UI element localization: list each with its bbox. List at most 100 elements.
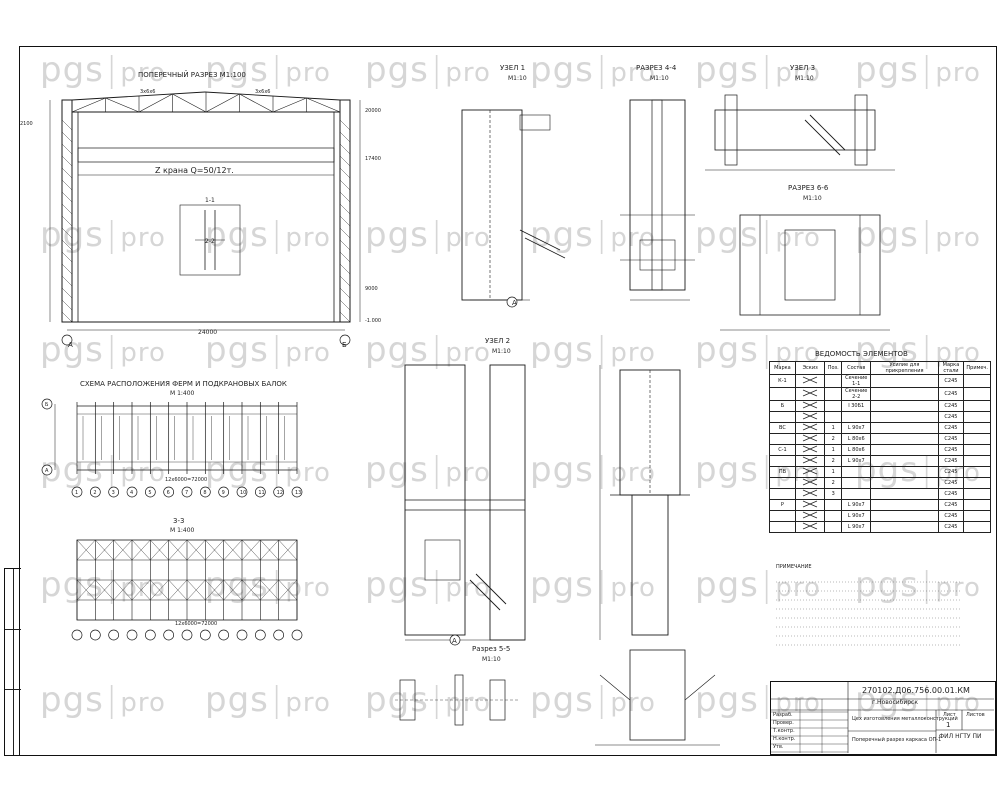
truss-layout-length: 12x6000=72000: [165, 477, 208, 483]
watermark: pgs|pro: [855, 50, 981, 90]
spec-table-cell: С245: [937, 477, 965, 489]
node3-title: УЗЕЛ 3: [790, 64, 816, 72]
axis-bubble-a: [506, 296, 518, 308]
axis-bubble: [61, 334, 73, 346]
axis-bubble: [236, 629, 248, 641]
title-block-org: ФИЛ НГТУ ПИ: [939, 733, 982, 740]
spec-table-cell: 2: [824, 455, 843, 467]
spec-table-cell: L 90x7: [841, 422, 872, 434]
axis-bubble-5: [144, 486, 156, 498]
node3-scale: М1:10: [795, 75, 814, 82]
axis-number: 7: [185, 490, 188, 496]
spec-table-cell: [870, 400, 939, 412]
spec-table-cell: С245: [937, 510, 965, 522]
truss-top-chord: [71, 91, 206, 101]
bracing: [76, 579, 96, 601]
bracing: [76, 539, 96, 561]
watermark: pgs|pro: [40, 50, 166, 90]
spec-table-cell: С245: [937, 422, 965, 434]
node3-column-left: [724, 94, 738, 166]
axis-bubble-11: [254, 486, 266, 498]
watermark: pgs|pro: [695, 680, 821, 720]
bracing: [113, 539, 133, 561]
bracing: [278, 579, 298, 601]
axis-number: 9: [222, 490, 225, 496]
axis-number: 1: [75, 490, 78, 496]
spec-table-cell: [870, 387, 939, 401]
title-block-sheet-label: Лист: [943, 712, 956, 718]
node1-scale: М1:10: [508, 75, 527, 82]
axis-bubble-1: [71, 486, 83, 498]
axis-bubble-6: [163, 486, 175, 498]
axis-bubble: [273, 629, 285, 641]
spec-table-cell: С245: [937, 433, 965, 445]
axis-bubble-8: [199, 486, 211, 498]
cross-section-title: ПОПЕРЕЧНЫЙ РАЗРЕЗ М1:100: [138, 71, 246, 79]
spec-table-cell: С245: [937, 374, 965, 388]
truss-layout-scale: М 1:400: [170, 390, 195, 397]
bracing: [186, 539, 206, 561]
spec-table-cell: [870, 488, 939, 500]
title-block-sheet-name: Поперечный разрез каркаса ОП-1: [852, 737, 942, 743]
bracing: [131, 579, 151, 601]
spec-table-cell: [963, 499, 991, 511]
truss-diagonal: [71, 97, 106, 113]
spec-table-cell: [794, 400, 826, 412]
section-1-1-frame: [179, 204, 241, 276]
spec-table-cell: Сечение 2-2: [841, 387, 872, 401]
axis-number: 11: [258, 490, 264, 496]
spec-table-cell: С245: [937, 488, 965, 500]
title-block-company: г.Новосибирск: [872, 699, 918, 706]
bracing: [205, 539, 224, 561]
bracing: [223, 539, 243, 561]
axis-bubble-7: [181, 486, 193, 498]
bracing: [150, 539, 169, 561]
watermark: pgs|pro: [530, 215, 656, 255]
watermark: pgs|pro: [695, 215, 821, 255]
column-lacing: [339, 215, 351, 227]
spec-table-row: С245: [769, 411, 991, 423]
spec-table-cell: 2: [824, 477, 843, 489]
axis-bubble-4: [126, 486, 138, 498]
spec-table-cell: ПВ: [769, 466, 796, 478]
spec-table-cell: [963, 444, 991, 456]
bracing: [150, 579, 169, 601]
spec-col-section: Эскиз: [794, 361, 826, 375]
node2-brace: [475, 573, 507, 605]
spec-table-cell: [963, 411, 991, 423]
axis-number: 8: [203, 490, 206, 496]
axis-bubble: [144, 629, 156, 641]
truss-layout-title: СХЕМА РАСПОЛОЖЕНИЯ ФЕРМ И ПОДКРАНОВЫХ БА…: [80, 380, 287, 388]
spec-table-cell: [794, 510, 826, 522]
spec-table: Марка Эскиз Поз. Состав Усилие для прикр…: [769, 361, 991, 533]
spec-table-cell: С245: [937, 455, 965, 467]
column-lacing: [61, 131, 73, 143]
crane-label: Z крана Q=50/12т.: [155, 166, 234, 175]
spec-table-cell: С245: [937, 444, 965, 456]
bracing: [260, 539, 279, 561]
span-label: 24000: [198, 329, 218, 336]
spec-table-cell: [769, 387, 796, 401]
axis-bubble: [71, 629, 83, 641]
column-lacing: [339, 239, 351, 251]
spec-table-cell: L 90x7: [841, 510, 872, 522]
dim-text: -1.000: [365, 318, 381, 324]
title-block-code: 270102.Д06.756.00.01.КМ: [862, 686, 970, 695]
spec-table-cell: [794, 521, 826, 533]
spec-table-cell: [870, 466, 939, 478]
section-6-6-core: [784, 229, 836, 301]
watermark: pgs|pro: [855, 565, 981, 605]
crane-girder: [77, 147, 335, 163]
title-role-2: Провер.: [773, 720, 794, 726]
watermark: pgs|pro: [695, 565, 821, 605]
watermark: pgs|pro: [530, 680, 656, 720]
watermark: pgs|pro: [40, 680, 166, 720]
axis-number: 12: [277, 490, 283, 496]
truss-diagonal: [138, 93, 173, 113]
truss-diagonal: [205, 93, 240, 113]
spec-table-cell: [870, 477, 939, 489]
column-lacing: [61, 287, 73, 299]
